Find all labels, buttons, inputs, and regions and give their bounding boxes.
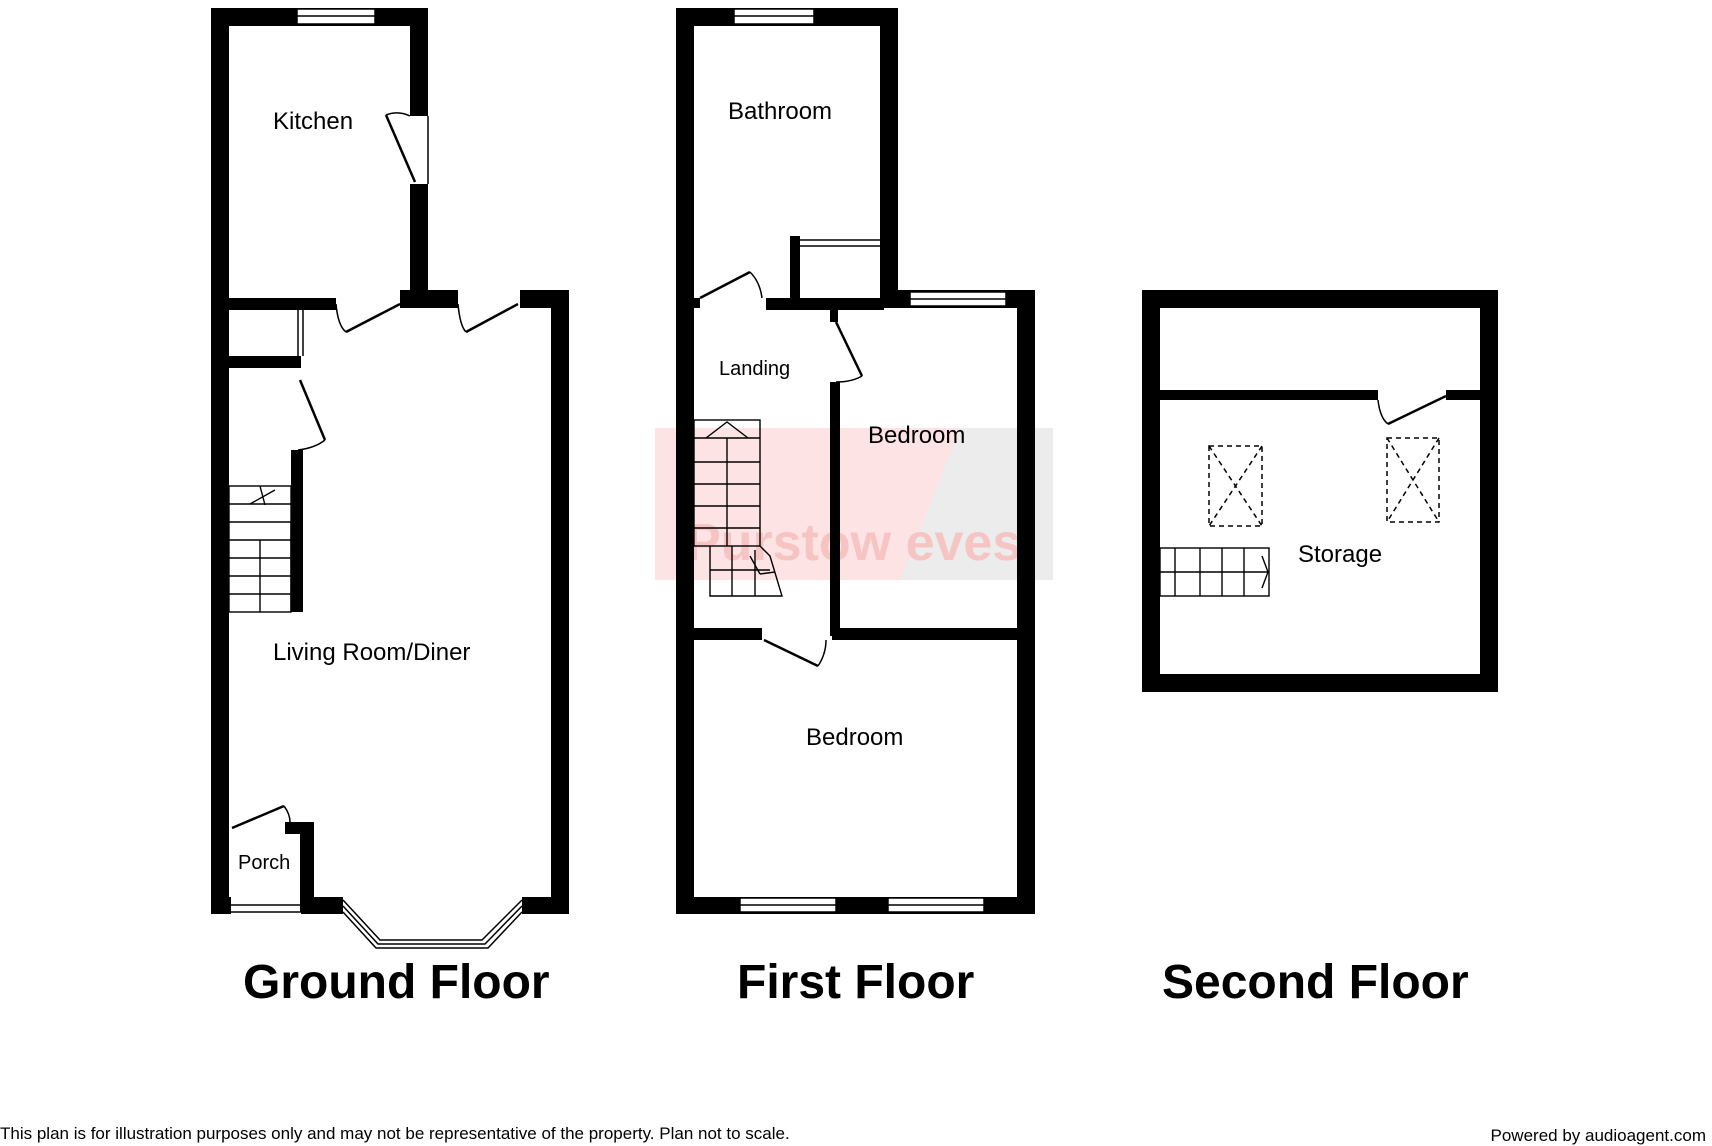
room-label-porch: Porch xyxy=(238,852,290,874)
ground-floor-plan xyxy=(211,8,569,949)
floor-title-second: Second Floor xyxy=(1162,956,1469,1009)
floor-title-ground: Ground Floor xyxy=(243,956,550,1009)
second-floor-plan xyxy=(1142,290,1498,692)
watermark-text: Purstow eves xyxy=(686,514,1021,572)
first-floor-plan xyxy=(676,8,1035,914)
room-label-kitchen: Kitchen xyxy=(273,108,353,135)
room-label-living-room-diner: Living Room/Diner xyxy=(273,639,470,666)
room-label-storage: Storage xyxy=(1298,541,1382,568)
watermark: Purstow eves xyxy=(655,428,1053,580)
disclaimer-text: This plan is for illustration purposes o… xyxy=(0,1124,790,1143)
powered-by-text: Powered by audioagent.com xyxy=(1490,1126,1706,1145)
room-label-bathroom: Bathroom xyxy=(728,98,832,125)
room-label-landing: Landing xyxy=(719,358,790,380)
room-label-bedroom-front: Bedroom xyxy=(806,724,903,751)
room-label-bedroom-rear: Bedroom xyxy=(868,422,965,449)
floor-title-first: First Floor xyxy=(737,956,974,1009)
